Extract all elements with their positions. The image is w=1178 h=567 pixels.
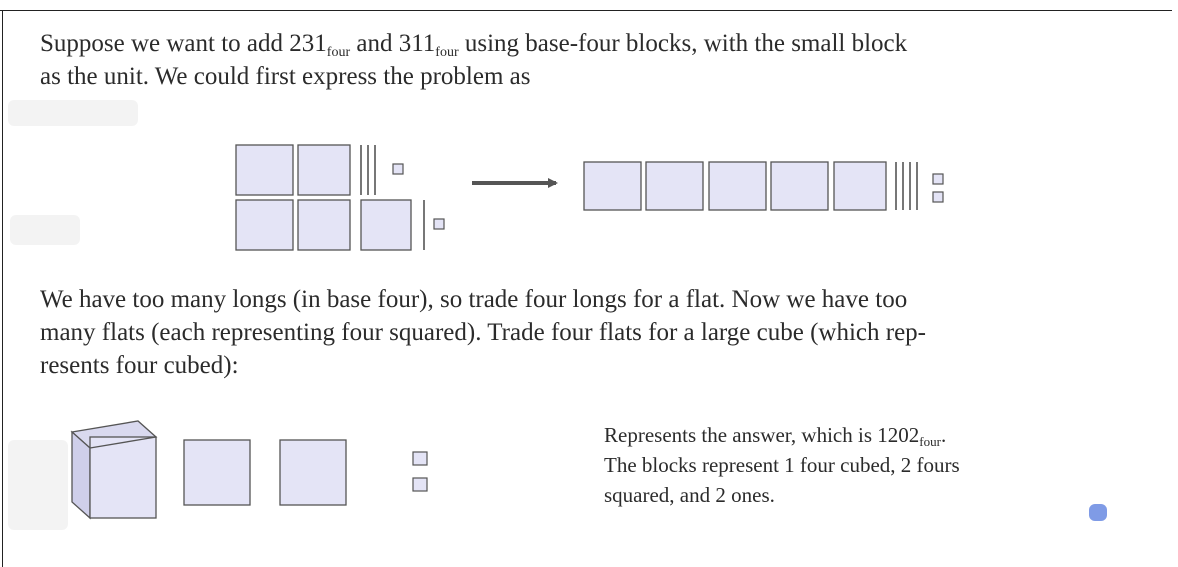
answer-caption: Represents the answer, which is 1202four…: [604, 420, 960, 510]
intro-paragraph: Suppose we want to add 231four and 311fo…: [40, 27, 1150, 93]
frame-border-top: [0, 10, 1172, 11]
unit-block: [412, 451, 428, 466]
flat-block: [297, 199, 351, 251]
unit-block: [932, 191, 944, 203]
bleed-through-smudge: [8, 100, 138, 126]
flat-block: [235, 144, 294, 196]
intro-line-2: as the unit. We could first express the …: [40, 63, 531, 90]
bleed-through-smudge: [8, 440, 68, 530]
flat-block: [279, 439, 347, 506]
trade-paragraph: We have too many longs (in base four), s…: [40, 283, 1150, 382]
bleed-through-smudge: [10, 215, 80, 245]
flat-block: [645, 161, 704, 211]
unit-block: [392, 163, 404, 175]
result-blocks: [70, 420, 428, 520]
frame-border-left: [2, 10, 3, 567]
answer-line-2: The blocks represent 1 four cubed, 2 fou…: [604, 453, 960, 477]
flat-block: [708, 161, 767, 211]
trade-line-2: many flats (each representing four squar…: [40, 319, 926, 346]
flat-block: [770, 161, 829, 211]
trade-line-3: resents four cubed):: [40, 352, 239, 379]
flat-block: [235, 199, 294, 251]
combined-blocks: [583, 161, 944, 211]
unit-block: [412, 477, 428, 492]
page-marker-dot: [1089, 504, 1107, 521]
trade-line-1: We have too many longs (in base four), s…: [40, 286, 908, 313]
flat-block: [360, 199, 412, 251]
addend-311-blocks: [235, 199, 445, 251]
flat-block: [297, 144, 351, 196]
flat-block: [583, 161, 642, 211]
flat-block: [833, 161, 887, 211]
addend-231-blocks: [235, 144, 404, 196]
cube-block: [70, 420, 158, 520]
intro-line-1: Suppose we want to add 231four and 311fo…: [40, 30, 908, 60]
answer-line-3: squared, and 2 ones.: [604, 483, 775, 507]
unit-block: [932, 173, 944, 185]
answer-line-1: Represents the answer, which is 1202four…: [604, 423, 947, 449]
unit-block: [433, 218, 445, 230]
flat-block: [183, 439, 251, 506]
